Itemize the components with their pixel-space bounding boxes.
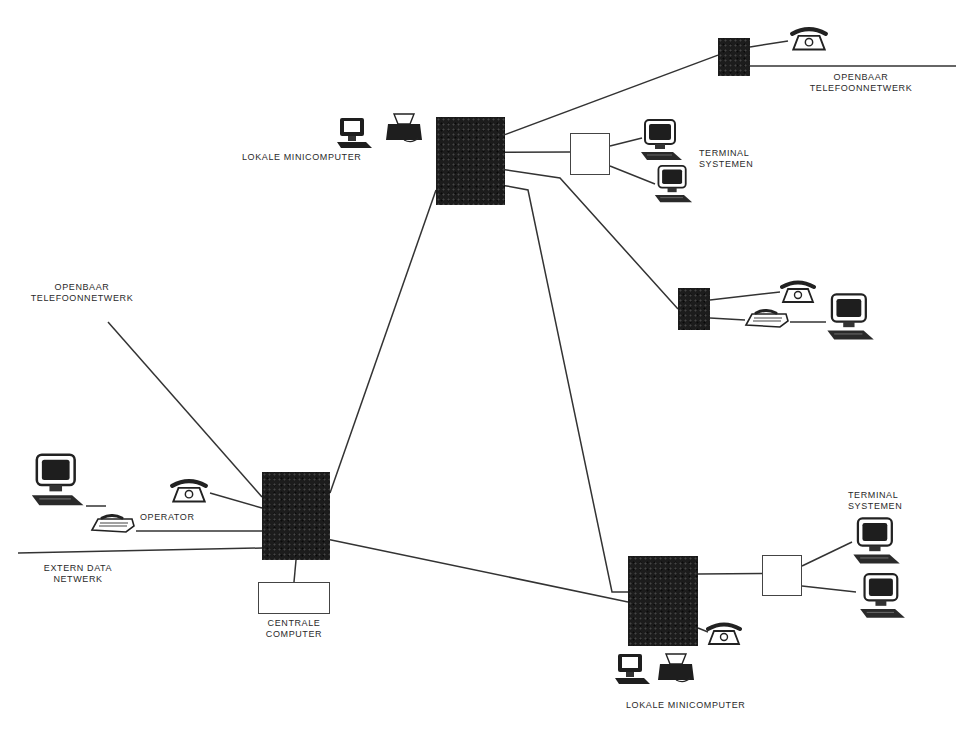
network-label: TERMINAL SYSTEMEN <box>697 148 781 170</box>
wire <box>136 530 262 532</box>
terminal-icon <box>853 518 899 563</box>
telephone-icon <box>782 283 814 303</box>
operator-console <box>92 516 134 533</box>
network-label: OPENBAAR TELEFOONNETWERK <box>26 282 138 304</box>
minicomputer-icon <box>615 654 650 684</box>
connector-line <box>505 151 570 152</box>
computer-box: CENTRALE COMPUTER <box>258 582 330 614</box>
terminal-icon <box>641 120 682 160</box>
connector-line <box>505 170 678 309</box>
network-label: EXTERN DATA NETWERK <box>36 563 120 585</box>
modem-box <box>678 288 710 330</box>
wire <box>750 41 788 47</box>
network-label: LOKALE MINICOMPUTER <box>624 700 747 711</box>
network-label: LOKALE MINICOMPUTER <box>240 152 363 163</box>
network-line <box>18 548 262 553</box>
concentrator-box <box>762 555 802 596</box>
node-caption: CENTRALE COMPUTER <box>252 618 336 640</box>
wire <box>802 586 856 592</box>
telephone-icon <box>792 29 826 49</box>
telephone-icon <box>708 625 740 645</box>
wire <box>790 321 826 323</box>
connector-line <box>505 55 718 135</box>
connector-line <box>698 573 762 575</box>
switch-box <box>628 556 698 646</box>
wire <box>86 505 106 507</box>
modem-box <box>718 38 750 76</box>
network-label: OPERATOR <box>138 512 196 523</box>
wire <box>802 542 852 566</box>
network-label: TERMINAL SYSTEMEN <box>846 490 930 512</box>
terminal-icon <box>655 166 692 202</box>
connector-line <box>505 186 628 592</box>
wire <box>210 493 262 508</box>
printer-icon <box>386 114 422 142</box>
wire <box>710 318 745 320</box>
network-line <box>750 65 956 67</box>
terminal-icon <box>827 294 873 339</box>
connector-line <box>330 540 628 602</box>
printer-icon <box>658 654 694 682</box>
wire <box>610 166 655 184</box>
switch-box <box>262 472 330 560</box>
network-line <box>108 322 262 497</box>
wire <box>610 138 642 146</box>
terminal-icon <box>32 455 84 505</box>
wire <box>710 292 780 300</box>
connector-line <box>330 190 436 493</box>
telephone-icon <box>172 481 206 501</box>
concentrator-box <box>570 133 610 175</box>
network-label: OPENBAAR TELEFOONNETWERK <box>805 72 917 94</box>
switch-box <box>436 117 505 205</box>
wire <box>18 41 956 632</box>
connector-line <box>294 560 296 582</box>
modem-icon <box>746 311 788 328</box>
minicomputer-icon <box>337 118 372 148</box>
terminal-icon <box>860 574 905 618</box>
